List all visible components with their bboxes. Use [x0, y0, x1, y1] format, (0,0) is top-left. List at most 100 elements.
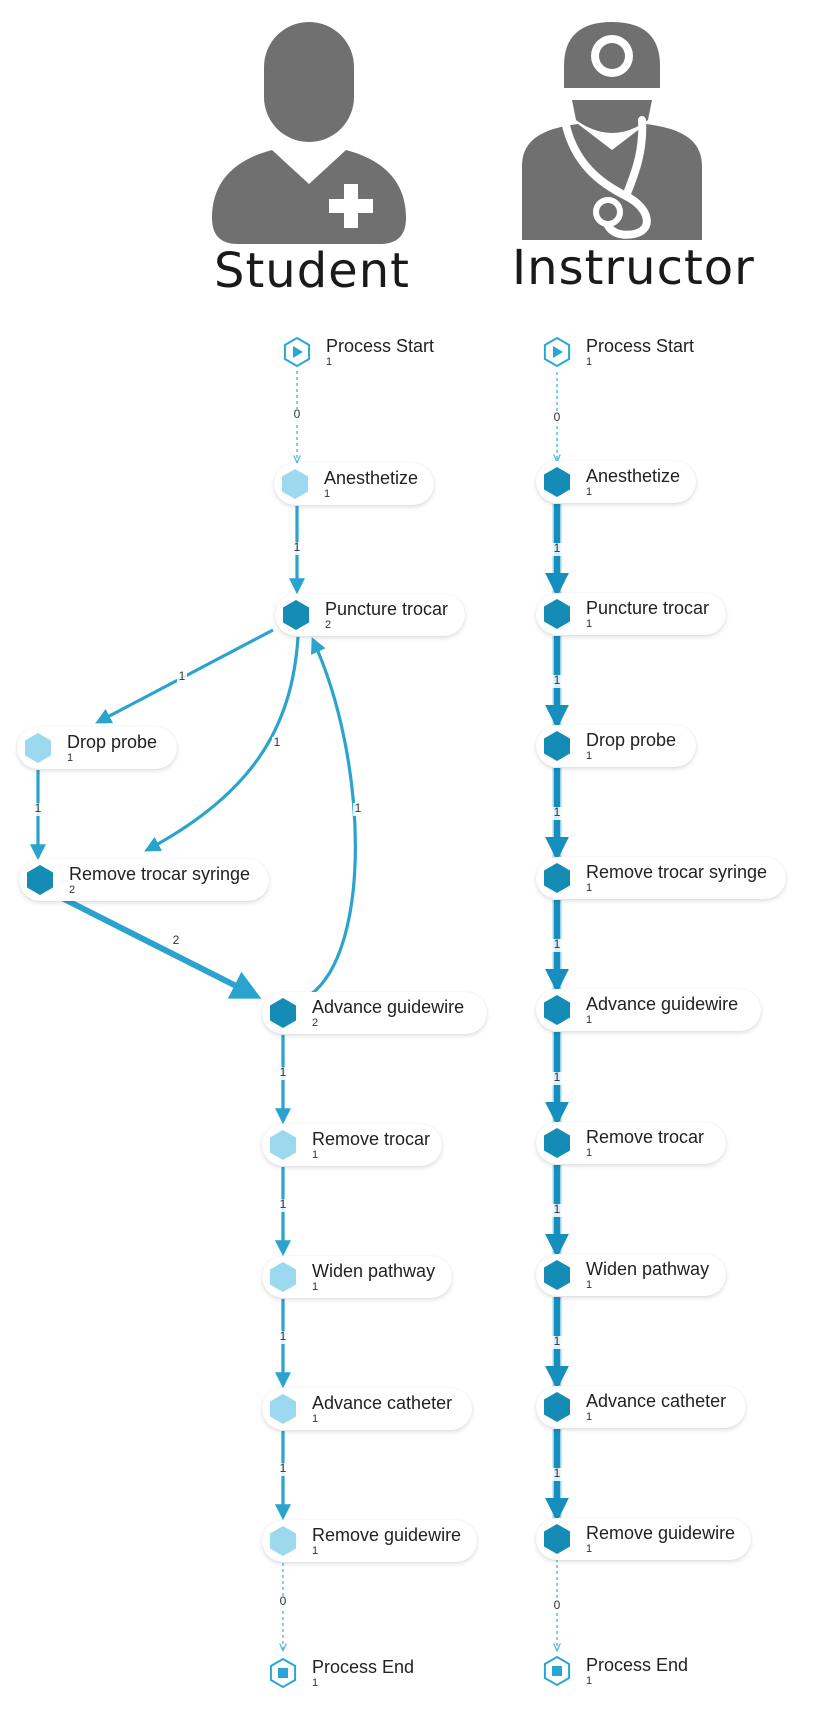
edge-label-background [552, 1468, 562, 1481]
node-count: 1 [324, 488, 331, 500]
node-count: 1 [586, 882, 593, 894]
node-label: Drop probe [586, 730, 677, 750]
student-edge-label: 1 [280, 1065, 287, 1079]
activity-hexagon-icon [544, 599, 570, 629]
edge-label-background [278, 1596, 288, 1609]
node-label: Puncture trocar [325, 599, 449, 619]
node-label: Puncture trocar [586, 598, 710, 618]
activity-hexagon-icon [25, 733, 51, 763]
student-edge-label: 1 [35, 801, 42, 815]
instructor-edge-label: 1 [554, 805, 561, 819]
student-edge-label: 1 [280, 1461, 287, 1475]
instructor-edge-label: 1 [554, 673, 561, 687]
student-edge-label: 1 [280, 1329, 287, 1343]
edge-label-background [171, 935, 181, 948]
node-count: 1 [326, 356, 333, 368]
activity-hexagon-icon [270, 1130, 296, 1160]
student-edge-remove-syringe-to-advance-guidewire[interactable] [60, 895, 262, 999]
edge-label-background [278, 1067, 288, 1080]
student-edge-label: 1 [274, 735, 281, 749]
node-count: 1 [586, 486, 593, 498]
instructor-edge-label: 1 [554, 1466, 561, 1480]
activity-hexagon-icon [27, 865, 53, 895]
play-hexagon-icon [283, 336, 311, 368]
node-label: Widen pathway [586, 1259, 710, 1279]
node-label: Anesthetize [586, 466, 681, 486]
instructor-edge-label: 1 [554, 1202, 561, 1216]
edge-label-background [552, 1336, 562, 1349]
stop-hexagon-icon [269, 1657, 297, 1689]
node-label: Remove trocar syringe [69, 864, 251, 884]
node-label: Advance guidewire [312, 997, 465, 1017]
activity-hexagon-icon [544, 1260, 570, 1290]
node-count: 1 [312, 1677, 319, 1689]
student-edge-puncture-to-remove-syringe[interactable] [144, 636, 300, 852]
edge-label-background [552, 412, 562, 425]
node-count: 2 [325, 619, 332, 631]
node-count: 1 [312, 1545, 319, 1557]
node-label: Process End [312, 1657, 415, 1677]
node-label: Remove trocar syringe [586, 862, 768, 882]
student-label: Student [214, 243, 410, 299]
edge-label-background [552, 807, 562, 820]
activity-hexagon-icon [282, 469, 308, 499]
student-edge-label: 1 [179, 669, 186, 683]
activity-hexagon-icon [544, 1392, 570, 1422]
activity-hexagon-icon [283, 600, 309, 630]
edge-label-background [552, 1072, 562, 1085]
student-nurse-icon [212, 22, 406, 244]
edge-label-background [292, 542, 302, 555]
edge-label-background [552, 1204, 562, 1217]
node-label: Advance guidewire [586, 994, 739, 1014]
student-edge-label: 1 [294, 540, 301, 554]
activity-hexagon-icon [270, 1526, 296, 1556]
node-count: 1 [586, 1279, 593, 1291]
node-count: 1 [586, 1543, 593, 1555]
edge-label-background [33, 803, 43, 816]
node-count: 1 [586, 1147, 593, 1159]
node-label: Remove guidewire [312, 1525, 462, 1545]
node-label: Advance catheter [312, 1393, 453, 1413]
node-label: Advance catheter [586, 1391, 727, 1411]
node-count: 1 [312, 1281, 319, 1293]
activity-hexagon-icon [544, 1524, 570, 1554]
play-hexagon-icon [543, 336, 571, 368]
doctor-stethoscope-icon [522, 22, 702, 240]
edge-label-background [278, 1463, 288, 1476]
activity-hexagon-icon [270, 998, 296, 1028]
student-edge-label: 1 [355, 801, 362, 815]
node-count: 1 [586, 1014, 593, 1026]
edge-label-background [278, 1331, 288, 1344]
node-label: Process Start [586, 336, 695, 356]
node-label: Process End [586, 1655, 689, 1675]
edge-label-background [552, 939, 562, 952]
edge-label-background [552, 1600, 562, 1613]
node-label: Process Start [326, 336, 435, 356]
activity-hexagon-icon [544, 731, 570, 761]
node-count: 1 [586, 356, 593, 368]
student-edge-advance-guidewire-to-puncture[interactable] [309, 637, 357, 997]
